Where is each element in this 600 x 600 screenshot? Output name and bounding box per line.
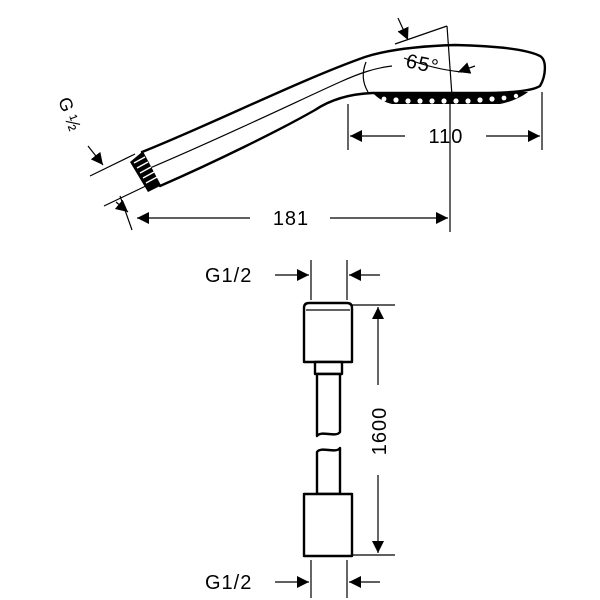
hand-shower-view: G ½ 65° 110 181 xyxy=(54,17,547,232)
hose-top-fitting xyxy=(302,301,354,438)
connection-leader-line xyxy=(87,145,104,166)
head-width-dimension: 110 xyxy=(347,92,543,150)
overall-length-dimension: 181 xyxy=(137,96,451,232)
handle-contour-line xyxy=(149,65,393,169)
head-width-label: 110 xyxy=(429,126,464,148)
connection-thread-label: G ½ xyxy=(54,95,84,134)
extension-line xyxy=(89,153,136,177)
hose-bottom-thread-label: G1/2 xyxy=(205,572,252,594)
hose-view: G1/2 1600 G1/2 xyxy=(205,260,395,598)
hose-bottom-fitting xyxy=(302,446,354,558)
leader-line xyxy=(114,199,129,213)
extension-line xyxy=(119,195,133,231)
extension-line xyxy=(103,183,151,207)
hand-shower-body xyxy=(140,43,547,188)
head-contour-line xyxy=(362,61,369,93)
hose-length-label: 1600 xyxy=(369,407,391,456)
hose-top-thread-label: G1/2 xyxy=(205,265,252,287)
hose-top-thread-dimension: G1/2 xyxy=(205,260,380,300)
overall-length-label: 181 xyxy=(273,208,309,230)
hose-length-dimension: 1600 xyxy=(352,304,395,556)
thread-connector xyxy=(130,152,160,192)
hose-bottom-thread-dimension: G1/2 xyxy=(205,560,380,598)
